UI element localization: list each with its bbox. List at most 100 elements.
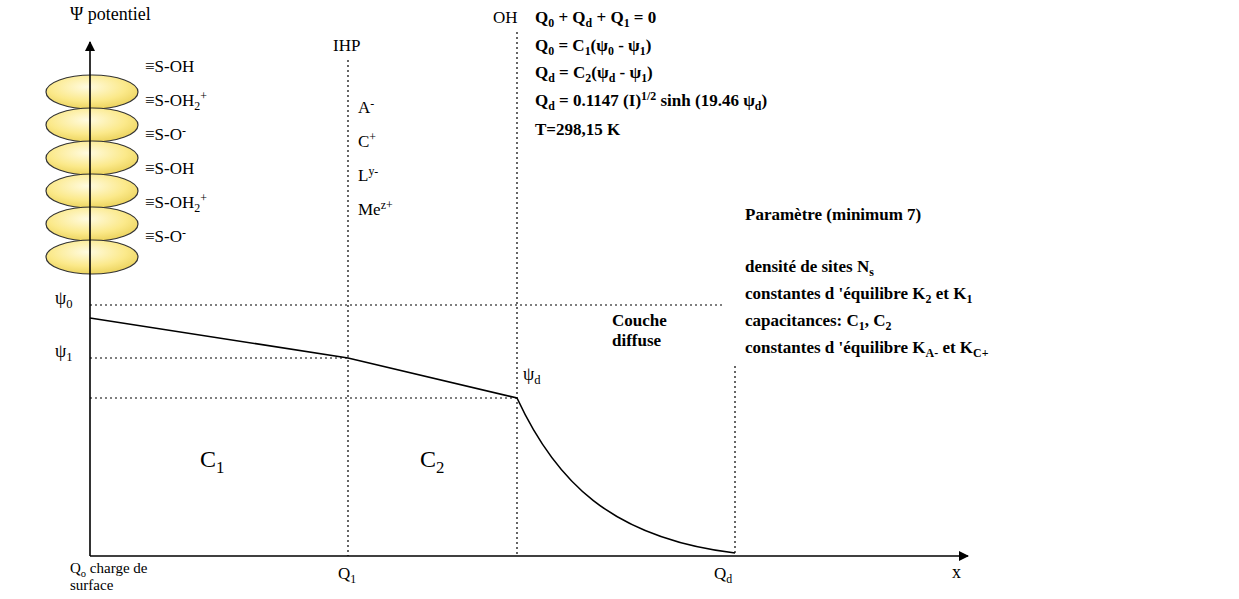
text-run: x: [952, 562, 961, 582]
subscript: 1: [66, 350, 72, 364]
particle-ellipse: [46, 174, 138, 208]
subscript: A-: [926, 346, 939, 360]
adsorbed-ion: Ly-: [358, 166, 378, 186]
subscript: 2: [436, 458, 444, 477]
text-run: ): [646, 36, 652, 55]
capacitance-label: C2: [420, 445, 444, 474]
subscript: d: [586, 16, 593, 30]
ihp-plane-line: [347, 60, 348, 556]
text-run: capacitances: C: [745, 311, 859, 330]
text-run: Q: [535, 36, 548, 55]
parameter-item: constantes d 'équilibre KA- et KC+: [745, 338, 988, 358]
text-run: ): [647, 63, 653, 82]
text-run: ≡S-O: [145, 227, 182, 246]
superscript: +: [200, 191, 207, 205]
text-run: sinh (19.46 ψ: [656, 91, 755, 110]
subscript: d: [548, 99, 555, 113]
subscript: d: [609, 71, 616, 85]
potential-level: ψ1: [55, 341, 73, 363]
potential-level: ψ0: [55, 288, 73, 310]
text-run: Couche diffuse: [612, 311, 667, 350]
text-run: Q: [535, 8, 548, 27]
subscript: C+: [973, 346, 988, 360]
text-run: L: [358, 166, 368, 185]
capacitance-label: C1: [200, 445, 224, 474]
text-run: ≡S-OH: [145, 57, 194, 76]
subscript: 2: [886, 319, 892, 333]
text-run: C: [420, 446, 436, 472]
text-run: Q: [535, 63, 548, 82]
surface-particles: [46, 75, 138, 274]
superscript: +: [200, 89, 207, 103]
potential-axis: [89, 42, 91, 556]
text-run: ): [761, 91, 767, 110]
surface-species: ≡S-OH: [145, 57, 194, 77]
text-run: T=298,15 K: [535, 120, 620, 139]
subscript: o: [81, 568, 86, 579]
superscript: -: [370, 96, 374, 110]
subscript: 0: [548, 16, 554, 30]
subscript: 0: [548, 44, 554, 58]
text-run: (ψ: [591, 36, 608, 55]
charge-label: Q1: [338, 564, 356, 584]
text-run: densité de sites N: [745, 257, 869, 276]
subscript: 1: [641, 71, 647, 85]
text-run: C: [358, 132, 369, 151]
temperature-note: T=298,15 K: [535, 120, 620, 140]
subscript: 1: [859, 319, 865, 333]
subscript: 2: [926, 292, 932, 306]
psid-level-line: [90, 397, 517, 398]
particle-ellipse: [46, 207, 138, 241]
subscript: 1: [966, 292, 972, 306]
text-run: ≡S-O: [145, 125, 182, 144]
surface-species: ≡S-OH2+: [145, 91, 207, 111]
surface-species: ≡S-OH: [145, 159, 194, 179]
subscript: 1: [640, 44, 646, 58]
subscript: 1: [216, 458, 224, 477]
subscript: d: [755, 99, 762, 113]
text-run: ≡S-OH: [145, 193, 194, 212]
superscript: +: [369, 130, 376, 144]
parameter-item: constantes d 'équilibre K2 et K1: [745, 284, 972, 304]
plane-name: OH: [493, 8, 518, 28]
adsorbed-ion: C+: [358, 132, 376, 152]
charge-label: Qd: [714, 564, 732, 584]
subscript: d: [726, 572, 732, 586]
text-run: ψ: [55, 341, 66, 361]
subscript: s: [869, 265, 874, 279]
particle-ellipse: [46, 141, 138, 175]
surface-species: ≡S-O-: [145, 125, 186, 145]
text-run: ψ: [55, 288, 66, 308]
text-run: et K: [938, 338, 973, 357]
particle-ellipse: [46, 108, 138, 142]
diffuse-layer-boundary: [734, 366, 735, 556]
equation: Qd = 0.1147 (I)1/2 sinh (19.46 ψd): [535, 91, 767, 111]
plane-name: IHP: [333, 36, 360, 56]
text-run: (ψ: [591, 63, 608, 82]
equation: Q0 = C1(ψ0 - ψ1): [535, 36, 651, 56]
parameter-item: capacitances: C1, C2: [745, 311, 891, 331]
text-run: = C: [555, 63, 585, 82]
text-run: = 0.1147 (I): [555, 91, 641, 110]
text-run: = 0: [630, 8, 657, 27]
text-run: Ψ potentiel: [70, 4, 151, 24]
subscript: 1: [624, 16, 630, 30]
text-run: constantes d 'équilibre K: [745, 284, 926, 303]
axis-label: x: [952, 562, 961, 584]
superscript: z+: [381, 198, 393, 212]
subscript: 2: [194, 99, 200, 113]
axis-title: Ψ potentiel: [70, 4, 151, 26]
adsorbed-ion: Mez+: [358, 200, 393, 220]
text-run: A: [358, 98, 370, 117]
text-run: Paramètre (minimum 7): [745, 205, 921, 224]
potential-profile-curve: [90, 318, 735, 553]
subscript: 2: [194, 201, 200, 215]
equation: Q0 + Qd + Q1 = 0: [535, 8, 656, 28]
parameter-heading: Paramètre (minimum 7): [745, 205, 921, 225]
oh-plane-line: [516, 32, 517, 556]
distance-axis: [90, 555, 968, 557]
text-run: + Q: [554, 8, 585, 27]
text-run: ψ: [523, 364, 534, 384]
particle-ellipse: [46, 240, 138, 274]
